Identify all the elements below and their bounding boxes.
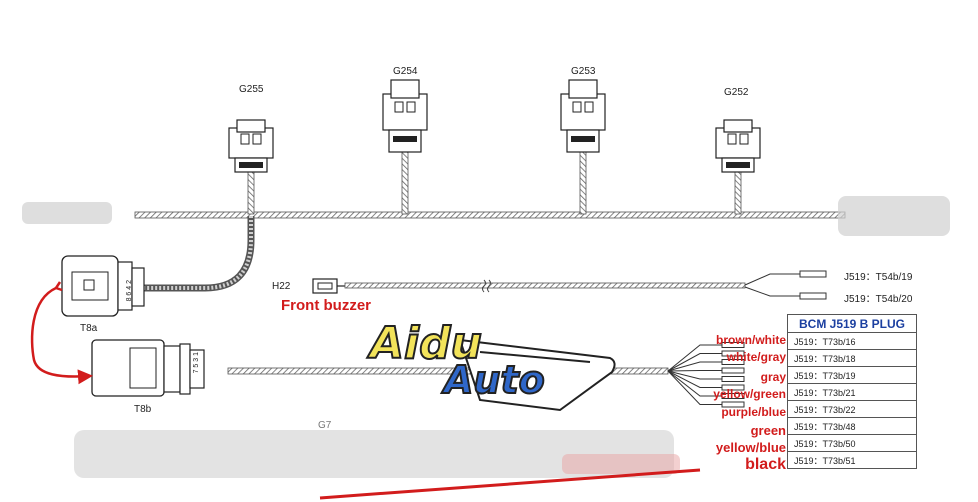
sensor-g255-wire <box>247 171 255 215</box>
bcm-pin-row: J519：T73b/50 <box>787 434 917 452</box>
bcm-lead-wire <box>667 370 722 380</box>
wire-color-1: brown/white <box>716 333 786 347</box>
logo-swoosh <box>458 338 616 412</box>
bcm-pin-row: J519：T73b/18 <box>787 349 917 367</box>
t8b-pin-numbers: 7 5 3 1 <box>193 352 200 374</box>
buzzer-wire <box>344 282 746 289</box>
bcm-lead-terminal <box>721 350 745 357</box>
t8b-label: T8b <box>134 404 152 415</box>
bcm-lead-wire <box>667 353 722 372</box>
sensor-label-g255: G255 <box>239 84 264 95</box>
buzzer-name: Front buzzer <box>281 297 371 314</box>
bcm-pin-row: J519：T73b/16 <box>787 332 917 350</box>
bcm-lead-wire <box>667 370 722 388</box>
bcm-pin-row: J519：T73b/22 <box>787 400 917 418</box>
obscured-bottom <box>74 430 674 478</box>
wire-color-8: black <box>745 456 786 473</box>
sensor-label-g254: G254 <box>393 66 418 77</box>
buzzer-pin-2: J519：T54b/20 <box>844 294 913 305</box>
bcm-plug-title: BCM J519 B PLUG <box>787 314 917 333</box>
bcm-lead-terminal <box>721 367 745 374</box>
wire-color-3: gray <box>760 370 786 384</box>
sensor-g253-wire <box>579 151 587 215</box>
sensor-g252-wire <box>734 171 742 215</box>
logo-line-1: Aidu <box>369 317 483 370</box>
t8a-pin-numbers: 8 6 4 2 <box>126 280 133 302</box>
buzzer-body <box>312 278 338 294</box>
bcm-lead-terminal <box>721 393 745 399</box>
wire-color-6: green <box>750 423 786 438</box>
wire-color-2: white/gray <box>726 350 786 364</box>
sensor-g253-connector <box>560 79 606 153</box>
bcm-pin-row: J519：T73b/19 <box>787 366 917 384</box>
red-link-arrow <box>30 286 93 385</box>
sensor-label-g253: G253 <box>571 66 596 77</box>
sensor-g254-connector <box>382 79 428 153</box>
bcm-lead-terminal <box>721 401 745 408</box>
bcm-lead-wire <box>667 344 722 372</box>
t8a-connector <box>61 255 145 317</box>
bcm-lead-terminal <box>721 384 745 391</box>
bcm-pin-row: J519：T73b/48 <box>787 417 917 435</box>
bcm-lead-wire <box>667 370 722 397</box>
obscured-left <box>22 202 112 224</box>
buzzer-pin-1: J519：T54b/19 <box>844 272 913 283</box>
bcm-pin-row: J519：T73b/51 <box>787 451 917 469</box>
obscured-right <box>838 196 950 236</box>
bcm-lead-wire <box>667 370 722 405</box>
bcm-plug-table: BCM J519 B PLUG J519：T73b/16 J519：T73b/1… <box>787 314 917 469</box>
bcm-lead-terminal <box>721 342 745 348</box>
sensor-g252-connector <box>715 119 761 173</box>
t8a-branch-wire <box>140 216 255 292</box>
wire-color-5: purple/blue <box>721 405 786 419</box>
bcm-pin-row: J519：T73b/21 <box>787 383 917 401</box>
bcm-pin-leads <box>667 342 745 408</box>
partial-connector-label: G7 <box>318 420 332 431</box>
sensor-g255-connector <box>228 119 274 173</box>
sensor-g254-wire <box>401 151 409 215</box>
buzzer-code: H22 <box>272 281 291 292</box>
wire-color-7: yellow/blue <box>715 440 786 455</box>
sensor-label-g252: G252 <box>724 87 749 98</box>
bcm-lead-terminal <box>721 359 745 365</box>
red-bottom-stroke <box>319 468 701 500</box>
t8b-connector <box>91 339 205 397</box>
bcm-lead-wire <box>667 361 722 372</box>
logo-line-2: Auto <box>443 357 546 403</box>
bcm-lead-wire <box>667 370 722 372</box>
wire-color-4: yellow/green <box>713 387 786 401</box>
t8a-label: T8a <box>80 323 98 334</box>
buzzer-pin-leads <box>744 270 827 300</box>
bcm-lead-terminal <box>721 376 745 382</box>
